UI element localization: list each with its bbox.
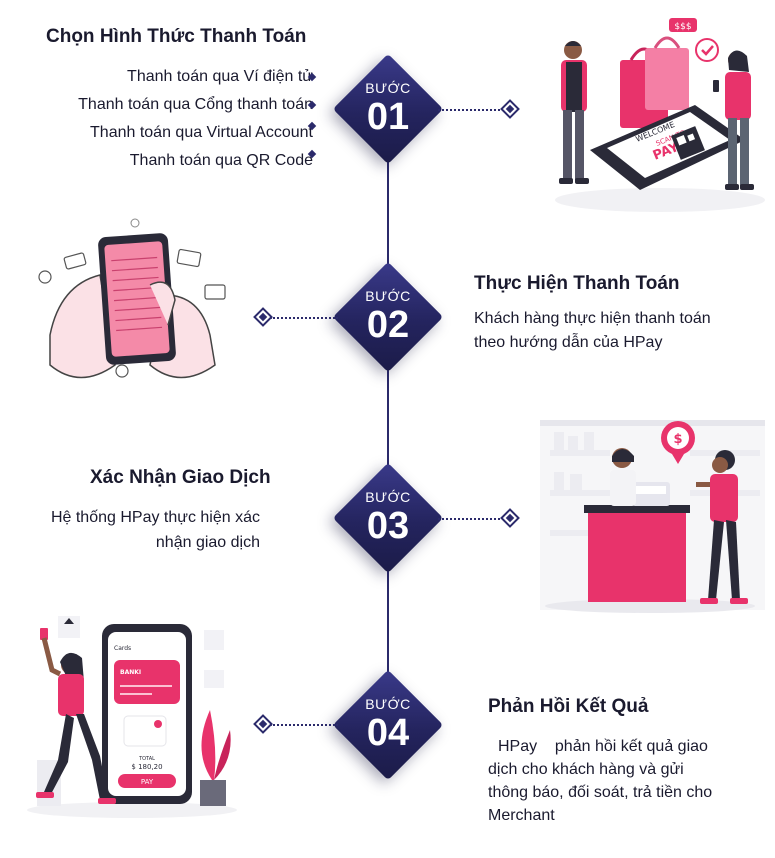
step1-item-qr-code: Thanh toán qua QR Code xyxy=(129,152,313,169)
cashier-counter-illustration: $ xyxy=(540,420,765,613)
step3-connector xyxy=(438,518,504,520)
step1-connector-end xyxy=(500,99,520,119)
step1-connector xyxy=(438,109,504,111)
app-total-value: $ 180,20 xyxy=(131,763,162,771)
step2-description-line1: Khách hàng thực hiện thanh toán xyxy=(474,310,711,327)
step3-description-line1: Hệ thống HPay thực hiện xác xyxy=(50,509,260,526)
step4-title: Phản Hồi Kết Quả xyxy=(488,696,649,717)
step3-title: Xác Nhận Giao Dịch xyxy=(90,467,271,488)
step2-number: 02 xyxy=(366,304,410,346)
step4-connector-end xyxy=(253,714,273,734)
step4-description-line4: Merchant xyxy=(488,807,555,824)
step1-number: 01 xyxy=(366,96,410,138)
step2-connector-end xyxy=(253,307,273,327)
step3-word: BƯỚC xyxy=(365,489,411,505)
app-bank-name: BANKI xyxy=(120,669,141,676)
step2-title: Thực Hiện Thanh Toán xyxy=(474,273,680,294)
step3-description-line2: nhận giao dịch xyxy=(155,534,260,551)
price-tag-text: $$$ xyxy=(674,22,691,32)
step1-word: BƯỚC xyxy=(365,80,411,96)
step1-item-ewallet: Thanh toán qua Ví điện tử xyxy=(127,68,313,85)
step1-title: Chọn Hình Thức Thanh Toán xyxy=(46,26,307,47)
app-total-label: TOTAL xyxy=(138,756,155,762)
step1-item-gateway: Thanh toán qua Cổng thanh toán xyxy=(78,96,313,113)
step3-number: 03 xyxy=(366,505,410,547)
svg-text:$: $ xyxy=(673,432,682,447)
step4-description-line3: thông báo, đối soát, trả tiền cho xyxy=(488,784,713,801)
step2-word: BƯỚC xyxy=(365,288,411,304)
phone-payment-illustration xyxy=(38,218,226,379)
phone-result-illustration: Cards BANKI TOTAL $ 180,20 PAY xyxy=(27,616,237,818)
step2-description-line2: theo hướng dẫn của HPay xyxy=(474,334,663,351)
step4-description-line1: HPay phản hồi kết quả giao xyxy=(498,738,708,755)
step1-item-virtual-account: Thanh toán qua Virtual Account xyxy=(90,124,313,141)
timeline-line xyxy=(387,120,389,730)
step4-connector xyxy=(270,724,338,726)
step4-number: 04 xyxy=(366,712,410,754)
app-pay-button: PAY xyxy=(141,778,154,786)
step4-word: BƯỚC xyxy=(365,696,411,712)
app-cards-header: Cards xyxy=(114,645,131,652)
step3-connector-end xyxy=(500,508,520,528)
step2-connector xyxy=(270,317,338,319)
pos-terminal-illustration: $$$ WELCOME SCAN TO PAY xyxy=(555,18,765,212)
step4-description-line2: dịch cho khách hàng và gửi xyxy=(488,761,684,778)
